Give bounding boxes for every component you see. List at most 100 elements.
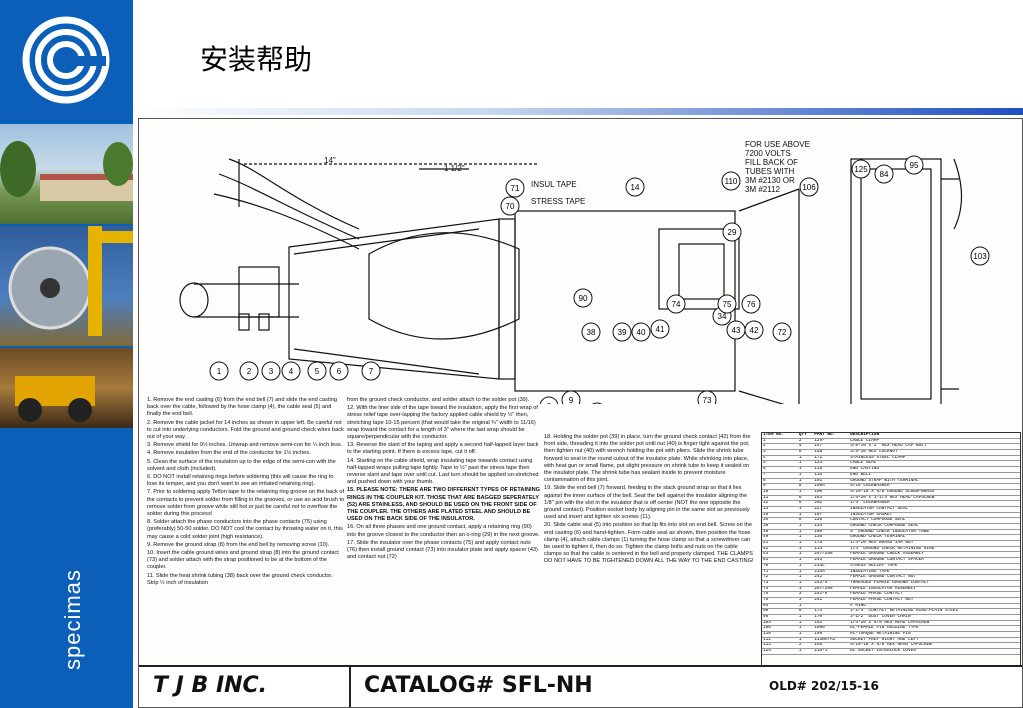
parts-cell: 76 [762, 597, 798, 604]
parts-cell: 119 [813, 466, 850, 473]
page-title: 安装帮助 [200, 43, 313, 76]
callout-number: 103 [973, 252, 987, 261]
callout-number: 38 [587, 328, 596, 337]
callout-circle [717, 294, 737, 314]
parts-cell: 155 [813, 642, 850, 650]
parts-cell: 1 [797, 551, 814, 559]
callout-number: 73 [703, 396, 712, 404]
parts-cell: FEMALE PHASE CONTACT NUT [849, 597, 1020, 604]
parts-cell: 226 [813, 517, 850, 524]
parts-cell: CABLE CLAMP [849, 438, 1020, 445]
parts-cell: 5/16-18 X 5/8 HEX HEAD CAPSCREW [849, 642, 1020, 650]
callout-number: 4 [289, 367, 294, 376]
instruction-step: 8. Solder attach the phase conductors in… [147, 519, 343, 540]
parts-cell [813, 603, 850, 610]
callout-circle [209, 361, 229, 381]
parts-cell: 13 [762, 506, 798, 513]
parts-cell: 6 [797, 500, 814, 507]
parts-cell: 8 [762, 478, 798, 485]
parts-cell: 227 [813, 506, 850, 513]
parts-cell: 190 [813, 489, 850, 496]
callout-circle [851, 159, 871, 179]
instructions-column-3: 18. Holding the solder pot (39) in place… [544, 434, 756, 567]
parts-cell: FEMALE INSULATOR ASSEMBLY [849, 586, 1020, 593]
parts-cell: 6 [762, 466, 798, 473]
parts-cell: END BELL [849, 472, 1020, 479]
parts-cell: 1/4-20 X 1-1/4 HEX HEAD CAPSCREW [849, 495, 1020, 502]
parts-cell: 74 [762, 586, 798, 593]
parts-cell: RC SOCKET INTERLOCK COVER [849, 648, 1020, 655]
callout-number: 42 [750, 326, 759, 335]
callout-circle [970, 246, 990, 266]
parts-cell: 107 [813, 512, 850, 519]
callout-circle [505, 178, 525, 198]
parts-cell: CONTACT COMPOUND SEAL [849, 517, 1020, 524]
parts-cell: 75 [762, 591, 798, 598]
company-logo [0, 0, 133, 120]
callout-circle [581, 322, 601, 342]
parts-cell: 148 [813, 449, 850, 456]
parts-cell: 241 [813, 597, 850, 604]
parts-cell: 1 [797, 540, 814, 547]
parts-cell: 9 [762, 483, 798, 490]
parts-cell: 1 [797, 614, 814, 621]
parts-cell: 2 [797, 642, 814, 650]
parts-cell: 1 [797, 631, 814, 638]
parts-cell: 161 [813, 620, 850, 627]
parts-cell: 242 [813, 574, 850, 581]
instruction-step: 4. Remove insulation from the end of the… [147, 450, 311, 457]
parts-cell: 95 [762, 614, 798, 621]
instruction-step: 17. Slide the insulator over the phase c… [347, 539, 538, 561]
parts-cell: 3 [762, 449, 798, 456]
callout-number: 5 [315, 367, 320, 376]
parts-cell: 112 [762, 637, 798, 644]
callout-number: 1 [217, 367, 222, 376]
parts-cell: 129- [813, 438, 850, 445]
parts-cell: 2 [797, 438, 814, 445]
parts-cell: 71 [762, 569, 798, 576]
parts-cell: 39 [762, 529, 798, 536]
logo-spiral-icon [22, 16, 110, 104]
parts-cell: 72 [762, 574, 798, 581]
parts-cell: 84 [762, 603, 798, 610]
parts-header-cell: DESCRIPTION [849, 433, 1020, 439]
parts-cell: 171 [813, 455, 850, 462]
callout-number: 40 [637, 328, 646, 337]
note-line-1: FOR USE ABOVE [745, 140, 810, 149]
parts-cell: 6 [797, 608, 814, 615]
callout-circle [281, 361, 301, 381]
callout-circle [666, 294, 686, 314]
callout-circle [726, 320, 746, 340]
parts-header-cell: ITEM No. [762, 433, 798, 439]
parts-cell: 125 [762, 648, 798, 655]
parts-cell: FEMALE GROUND CONTACT SPACER [849, 557, 1020, 564]
parts-cell: 43 [762, 551, 798, 559]
parts-cell: 1 [797, 512, 814, 519]
parts-cell: 199 [813, 631, 850, 638]
parts-cell: 1/4" LOCKWASHER [849, 500, 1020, 507]
instruction-step: 2. Remove the cable jacket for 14 inches… [147, 419, 344, 441]
parts-cell: 207/208 [813, 586, 850, 593]
parts-cell: 243 [813, 557, 850, 564]
parts-cell: 5 [762, 460, 798, 468]
callout-number: 70 [506, 202, 515, 211]
parts-cell: 191 [813, 478, 850, 485]
callout-number: 7 [369, 367, 374, 376]
insul-tape-label: INSUL TAPE [531, 180, 577, 189]
callout-number: 2 [247, 367, 252, 376]
parts-cell: GROUND CHECK TERMINAL [849, 534, 1020, 542]
parts-cell: 4 [762, 455, 798, 462]
parts-cell: 1 [797, 460, 814, 468]
parts-cell: 61 [762, 557, 798, 564]
instruction-step: 3. Remove shield for 9½ inches. Unwrap a… [147, 442, 343, 449]
callout-number: 84 [880, 170, 889, 179]
